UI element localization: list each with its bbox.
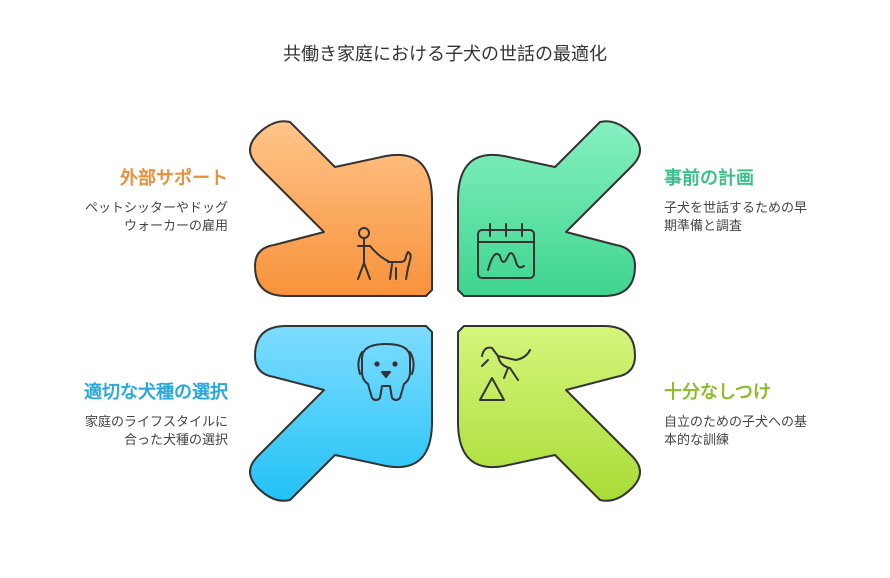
dog-walking-icon bbox=[357, 227, 412, 280]
quadrant-label-breed-selection: 適切な犬種の選択 bbox=[84, 382, 228, 403]
arrow-training bbox=[457, 325, 641, 502]
calendar-icon bbox=[477, 223, 535, 279]
quadrant-desc-advance-planning: 子犬を世話するための早 期準備と調査 bbox=[664, 200, 864, 236]
desc-line: 期準備と調査 bbox=[664, 219, 743, 234]
desc-line: ペットシッターやドッグ bbox=[84, 201, 228, 216]
desc-line: 合った犬種の選択 bbox=[123, 433, 228, 448]
quadrant-desc-external-support: ペットシッターやドッグ ウォーカーの雇用 bbox=[40, 200, 228, 236]
dog-face-icon bbox=[357, 343, 415, 401]
diagram-title: 共働き家庭における子犬の世話の最適化 bbox=[283, 44, 607, 65]
quadrant-label-external-support: 外部サポート bbox=[120, 168, 228, 189]
desc-line: 家庭のライフスタイルに bbox=[84, 415, 228, 430]
arrow-external-support bbox=[249, 120, 433, 297]
arrow-advance-planning bbox=[457, 120, 641, 297]
desc-line: 自立のための子犬への基 bbox=[664, 415, 808, 430]
arrow-breed-selection bbox=[249, 325, 433, 502]
quadrant-label-training: 十分なしつけ bbox=[664, 382, 771, 403]
desc-line: 本的な訓練 bbox=[664, 433, 730, 448]
quadrant-desc-breed-selection: 家庭のライフスタイルに 合った犬種の選択 bbox=[40, 414, 228, 450]
desc-line: ウォーカーの雇用 bbox=[123, 219, 228, 234]
quadrant-desc-training: 自立のための子犬への基 本的な訓練 bbox=[664, 414, 864, 450]
dog-agility-icon bbox=[479, 346, 531, 401]
desc-line: 子犬を世話するための早 bbox=[664, 201, 808, 216]
quadrant-label-advance-planning: 事前の計画 bbox=[664, 168, 754, 189]
